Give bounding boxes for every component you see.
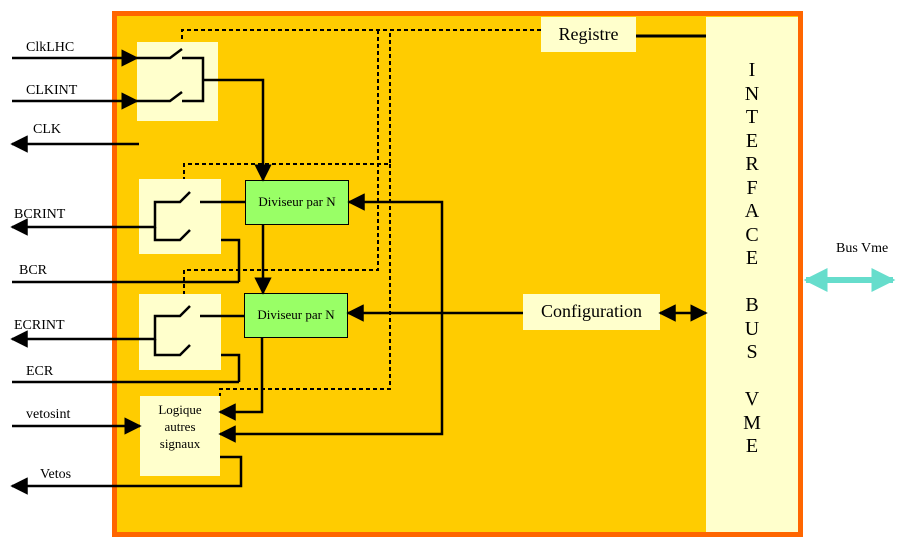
interface-letter: B [745,294,759,316]
interface-letter: T [745,106,759,128]
main-frame [112,11,803,537]
label-ecrint: ECRINT [14,318,65,333]
registre-control-3 [183,30,379,294]
interface-letter: E [745,435,759,457]
wire-divider-to-logic [218,338,264,421]
wire-bcr-up [221,238,241,282]
logic-line-2: autres [164,419,196,434]
wire-clock-to-divider [218,78,272,182]
interface-letter: F [746,176,758,199]
interface-letter: I [748,59,756,81]
clock-switch-box [137,42,218,121]
label-bcr: BCR [19,263,48,278]
interface-letter: E [745,247,759,269]
label-clk: CLK [33,122,61,137]
interface-letter: U [744,317,760,340]
interface-letter: A [744,200,760,222]
registre-block: Registre [541,17,636,52]
wire-config-to-divider1 [347,193,444,313]
wire-config-to-logic [218,313,444,443]
interface-letter: R [745,153,759,175]
interface-letter: C [745,223,759,246]
registre-control-2 [181,29,541,42]
interface-letter: N [744,82,760,105]
bcr-switch-box [139,179,221,254]
configuration-block: Configuration [523,294,660,330]
interface-letter: E [745,129,759,152]
label-bcrint: BCRINT [14,207,66,222]
registre-control-1 [183,29,541,179]
label-vetos: Vetos [40,467,72,482]
registre-control-4 [219,164,391,396]
label-clkint: CLKINT [26,83,78,98]
configuration-label: Configuration [541,301,642,321]
logic-line-3: signaux [159,436,201,451]
logic-line-1: Logique [158,402,202,417]
divider-1-label: Diviseur par N [258,194,336,209]
divider-n-1: Diviseur par N [245,180,349,225]
label-vetosint: vetosint [26,407,71,422]
registre-label: Registre [558,24,619,44]
logic-other-signals-box: Logique autres signaux [140,396,220,476]
label-clklhc: ClkLHC [26,40,75,55]
label-bus-vme: Bus Vme [836,241,889,256]
wire-vetos [10,455,243,495]
interface-letter: M [743,411,761,434]
ecr-switch-box [139,294,221,370]
wire-ecr-up [221,353,241,382]
label-ecr: ECR [26,364,54,379]
interface-letter: S [746,341,758,363]
divider-2-label: Diviseur par N [257,307,335,322]
interface-letter: V [744,388,760,410]
